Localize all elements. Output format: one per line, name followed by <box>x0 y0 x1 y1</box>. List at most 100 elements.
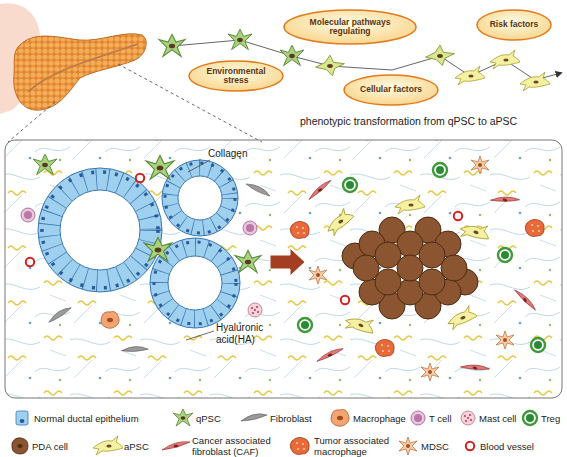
tumor-stroma-cells <box>341 296 349 304</box>
transformation-chain <box>520 72 550 91</box>
tumor-mass <box>397 255 423 281</box>
tissue-panel <box>5 140 562 398</box>
legend-icons <box>399 437 417 455</box>
legend-text: Blood vessel <box>480 441 565 452</box>
normal-ducts <box>165 163 235 233</box>
oval-shape <box>477 10 551 40</box>
tumor-stroma-cells <box>445 304 479 330</box>
normal-ducts <box>60 190 140 270</box>
normal-stroma-cells <box>243 221 257 235</box>
normal-ducts <box>170 168 230 228</box>
component-label: Collagen <box>208 148 288 160</box>
factor-oval: Risk factors <box>476 9 552 41</box>
legend-icons <box>12 409 537 455</box>
factor-label: Molecular pathways regulating <box>289 18 411 37</box>
factor-oval: Environmental stress <box>188 60 284 92</box>
normal-ducts <box>159 247 231 319</box>
oval-shape <box>189 61 283 91</box>
transformation-chain <box>316 55 345 75</box>
transformation-chain <box>280 45 304 65</box>
tumor-mass <box>375 269 401 295</box>
tumor-stroma-cells <box>498 248 512 262</box>
normal-stroma-cells <box>146 155 174 179</box>
zoom-dashed-line <box>8 102 55 142</box>
legend-icons <box>173 409 193 426</box>
legend-icons <box>523 411 537 425</box>
normal-stroma-cells <box>235 250 261 272</box>
tumor-stroma-cells <box>515 286 536 314</box>
tumor-stroma-cells <box>421 363 439 381</box>
legend-text: Cancer associated fibroblast (CAF) <box>192 435 282 457</box>
normal-ducts <box>170 168 230 228</box>
normal-stroma-cells <box>144 237 172 261</box>
transformation-chain <box>228 29 252 49</box>
tumor-stroma-cells <box>305 180 334 199</box>
normal-stroma-cells <box>33 154 57 174</box>
tumor-stroma-cells <box>471 156 489 174</box>
normal-stroma-cells <box>21 208 35 222</box>
normal-ducts <box>38 168 162 292</box>
oval-content: Risk factors <box>482 9 546 41</box>
normal-stroma-cells <box>26 258 34 266</box>
legend-icons <box>162 442 190 450</box>
legend-text: Fibroblast <box>270 413 330 424</box>
legend-text: Macrophage <box>353 413 413 424</box>
normal-ducts <box>154 242 236 324</box>
tumor-stroma-cells <box>433 163 447 177</box>
tumor-stroma-cells <box>525 219 544 236</box>
factor-label: Environmental stress <box>194 67 278 86</box>
normal-ducts <box>178 176 222 220</box>
normal-ducts <box>168 256 222 310</box>
tumor-stroma-cells <box>309 266 327 284</box>
legend-icons <box>241 414 267 421</box>
transition-arrow <box>270 248 305 276</box>
tumor-stroma-cells <box>460 359 489 376</box>
tissue-panel <box>5 140 562 398</box>
legend-icons <box>290 437 309 454</box>
normal-ducts <box>38 160 240 328</box>
tumor-mass <box>419 269 445 295</box>
legend-text: PDA cell <box>32 441 98 452</box>
legend-text: aPSC <box>124 441 166 452</box>
legend-text: Treg <box>541 413 567 424</box>
legend-text: Normal ductal epithelium <box>34 413 174 424</box>
legend-icons <box>461 411 475 425</box>
tumor-stroma-cells <box>490 192 519 207</box>
transformation-chain <box>426 45 455 65</box>
tumor-stroma-cells <box>343 178 357 192</box>
factor-oval: Cellular factors <box>343 74 439 106</box>
oval-shape <box>284 10 416 44</box>
pancreas-illustration <box>28 44 138 92</box>
tumor-stroma-cells <box>343 310 378 340</box>
legend-text: qPSC <box>196 413 246 424</box>
legend-icons <box>93 436 123 455</box>
factor-label: Risk factors <box>490 20 539 30</box>
legend-icons <box>411 411 425 425</box>
legend-icons <box>466 442 474 450</box>
tumor-stroma-cells <box>290 221 309 238</box>
oval-shape <box>344 75 438 105</box>
legend-text: Mast cell <box>479 413 525 424</box>
normal-stroma-cells <box>122 344 149 356</box>
normal-stroma-cells <box>136 174 144 182</box>
transition-arrow <box>270 248 305 276</box>
oval-content: Molecular pathways regulating <box>289 9 411 45</box>
component-label: Hyaluronic acid(HA) <box>216 322 278 345</box>
tumor-stroma-cells <box>315 348 344 361</box>
normal-ducts <box>49 179 151 281</box>
collagen-leader <box>186 331 214 340</box>
pancreas-illustration <box>0 3 146 114</box>
normal-ducts <box>42 172 158 288</box>
oval-content: Cellular factors <box>349 74 433 106</box>
legend-icons <box>16 411 28 425</box>
pancreas-illustration <box>14 34 146 110</box>
tumor-stroma-cells <box>298 318 312 332</box>
normal-stroma-cells <box>248 303 262 317</box>
normal-ducts <box>159 247 231 319</box>
tumor-stroma-cells <box>322 206 357 237</box>
legend-text: MDSC <box>421 441 465 452</box>
normal-stroma-cells <box>46 307 73 323</box>
tumor-stroma-cells <box>290 156 545 381</box>
